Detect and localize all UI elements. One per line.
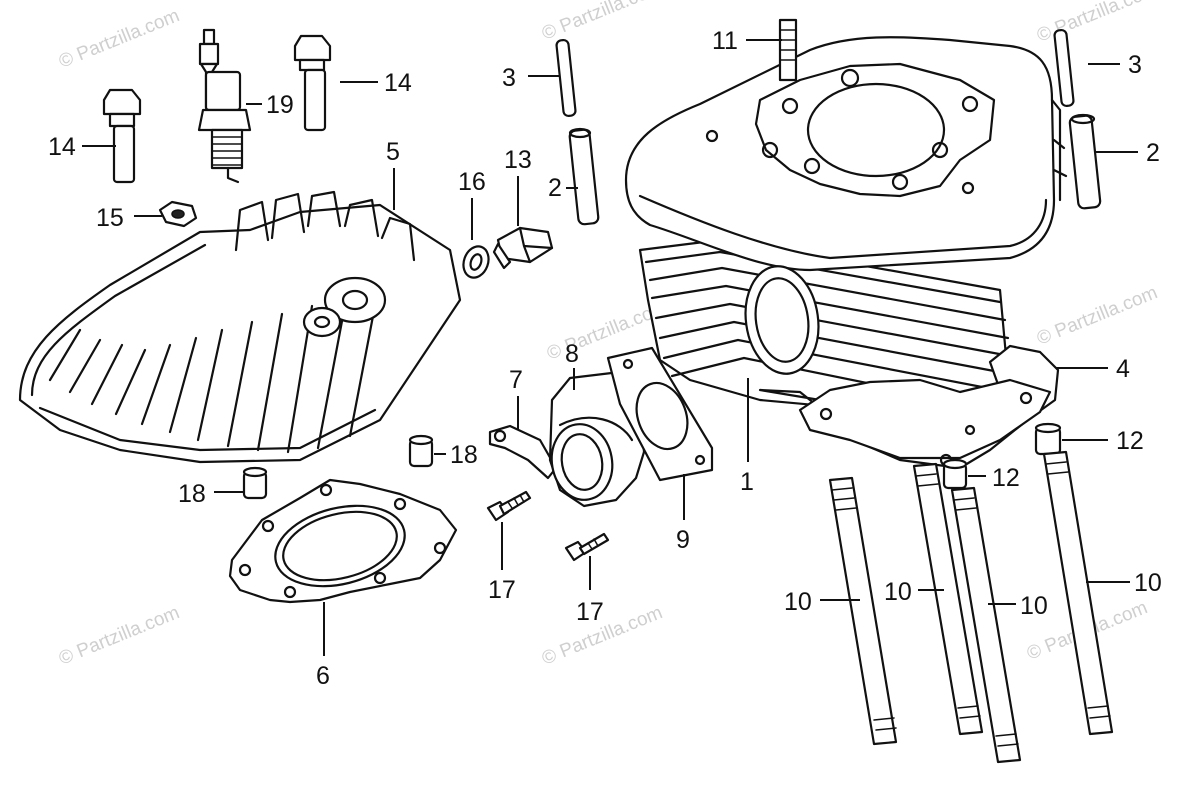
callout-3[interactable]: 3 [1128, 51, 1142, 79]
callout-6[interactable]: 6 [316, 662, 330, 690]
callout-7[interactable]: 7 [509, 366, 523, 394]
callout-10[interactable]: 10 [884, 578, 912, 606]
nut-part[interactable] [158, 200, 198, 228]
callout-1[interactable]: 1 [740, 468, 754, 496]
base-gasket-part[interactable] [758, 344, 1060, 470]
dowel-pin-part[interactable] [568, 127, 600, 226]
callout-14[interactable]: 14 [384, 69, 412, 97]
screw-part[interactable] [564, 532, 610, 562]
dowel-pin-part[interactable] [408, 434, 434, 468]
callout-18[interactable]: 18 [178, 480, 206, 508]
head-bolt-part[interactable] [102, 88, 142, 184]
callout-17[interactable]: 17 [576, 598, 604, 626]
stud-bolt-part[interactable] [912, 462, 984, 736]
callout-12[interactable]: 12 [992, 464, 1020, 492]
watermark-text: © Partzilla.com [1034, 0, 1161, 47]
spark-plug-part[interactable] [197, 28, 252, 184]
callout-19[interactable]: 19 [266, 91, 294, 119]
watermark-text: © Partzilla.com [1034, 282, 1161, 349]
callout-16[interactable]: 16 [458, 168, 486, 196]
callout-8[interactable]: 8 [565, 340, 579, 368]
callout-10[interactable]: 10 [784, 588, 812, 616]
callout-18[interactable]: 18 [450, 441, 478, 469]
callout-17[interactable]: 17 [488, 576, 516, 604]
callout-2[interactable]: 2 [1146, 139, 1160, 167]
dowel-pin-part[interactable] [1068, 113, 1102, 210]
watermark-text: © Partzilla.com [539, 0, 666, 45]
callout-12[interactable]: 12 [1116, 427, 1144, 455]
callout-15[interactable]: 15 [96, 204, 124, 232]
callout-5[interactable]: 5 [386, 138, 400, 166]
callout-10[interactable]: 10 [1020, 592, 1048, 620]
head-bolt-part[interactable] [293, 34, 332, 132]
callout-9[interactable]: 9 [676, 526, 690, 554]
callout-3[interactable]: 3 [502, 64, 516, 92]
stud-bolt-part[interactable] [828, 476, 898, 746]
stud-bolt-part[interactable] [1042, 450, 1114, 736]
callout-4[interactable]: 4 [1116, 355, 1130, 383]
cylinder-part[interactable] [624, 18, 1068, 422]
intake-gasket-part[interactable] [606, 346, 714, 482]
dowel-pin-part[interactable] [942, 458, 968, 490]
watermark-text: © Partzilla.com [56, 602, 183, 669]
dowel-pin-part[interactable] [1034, 422, 1062, 456]
dowel-pin-part[interactable] [1053, 28, 1075, 108]
callout-10[interactable]: 10 [1134, 569, 1162, 597]
plug-bolt-part[interactable] [492, 226, 554, 270]
stud-bolt-part[interactable] [950, 486, 1022, 764]
watermark-text: © Partzilla.com [56, 5, 183, 72]
screw-part[interactable] [486, 490, 532, 522]
callout-13[interactable]: 13 [504, 146, 532, 174]
callout-14[interactable]: 14 [48, 133, 76, 161]
dowel-pin-part[interactable] [242, 466, 268, 500]
callout-labels: 14 14 19 15 5 16 13 3 2 11 3 2 4 12 12 1… [48, 27, 1162, 690]
dowel-pin-part[interactable] [555, 38, 577, 118]
cylinder-head-part[interactable] [18, 190, 462, 464]
callout-11[interactable]: 11 [712, 27, 738, 55]
washer-part[interactable] [459, 243, 492, 281]
clamp-part[interactable] [488, 424, 558, 480]
head-gasket-part[interactable] [228, 478, 458, 604]
leader-lines [82, 39, 1138, 656]
callout-2[interactable]: 2 [548, 174, 562, 202]
